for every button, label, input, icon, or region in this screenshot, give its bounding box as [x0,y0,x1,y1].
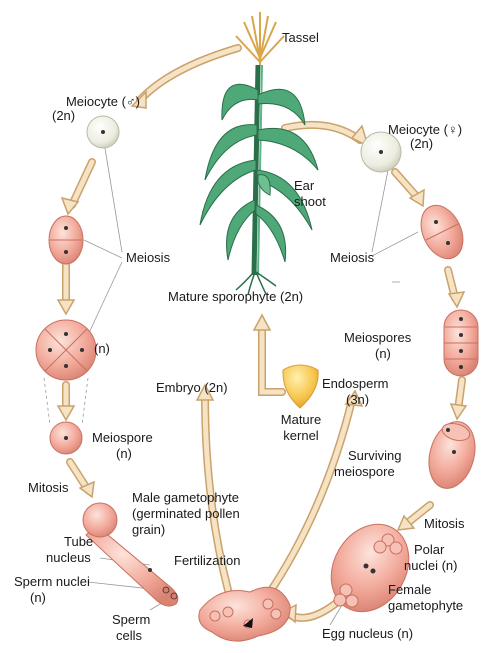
surviving-meiospore-label-line2: meiospore [334,464,395,480]
tassel-label: Tassel [282,30,319,46]
meiosis-label-right: Meiosis [330,250,374,266]
male-meiospore-cell [50,422,82,454]
male-dyad-cell [49,216,83,264]
fertilization-label: Fertilization [174,553,240,569]
sperm-nuclei-label-line1: Sperm nuclei [14,574,90,590]
tetrad-ploidy-label: (n) [94,341,110,357]
tube-nucleus-label-line2: nucleus [46,550,91,566]
female-gametophyte-label-line1: Female [388,582,431,598]
mature-sporophyte-label: Mature sporophyte (2n) [168,289,303,305]
female-linear-tetrad [444,310,478,376]
fertilization-cell [199,587,290,641]
embryo-label: Embryo (2n) [156,380,228,396]
sperm-cells-label-line2: cells [116,628,142,644]
surviving-meiospore-label-line1: Surviving [348,448,401,464]
male-meiocyte-ploidy: (2n) [52,108,75,124]
sperm-cells-label-line1: Sperm [112,612,150,628]
mature-kernel [283,365,318,408]
ear-shoot-label-line1: Ear [294,178,314,194]
meiospores-label-line2: (n) [375,346,391,362]
egg-nucleus-label: Egg nucleus (n) [322,626,413,642]
sperm-nuclei-label-line2: (n) [30,590,46,606]
endosperm-label-line2: (3n) [346,392,369,408]
tassel-drawing [236,12,284,65]
meiospores-label-line1: Meiospores [344,330,411,346]
polar-nuclei-label-line2: nuclei (n) [404,558,457,574]
tube-nucleus-label-line1: Tube [64,534,93,550]
mature-kernel-label-line2: kernel [270,428,332,444]
polar-nuclei-label-line1: Polar [414,542,444,558]
male-tetrad-cell [36,320,96,380]
mitosis-label-right: Mitosis [424,516,464,532]
male-gametophyte-label-line1: Male gametophyte [132,490,239,506]
female-dyad-cell [413,199,471,266]
mature-kernel-label-line1: Mature [270,412,332,428]
male-gametophyte-label-line3: grain) [132,522,165,538]
meiospore-label-line2: (n) [116,446,132,462]
meiosis-label-left: Meiosis [126,250,170,266]
surviving-meiospore-cell [422,416,482,493]
female-meiocyte-ploidy: (2n) [410,136,433,152]
male-gametophyte-label-line2: (germinated pollen [132,506,240,522]
meiospore-label-line1: Meiospore [92,430,153,446]
mitosis-label-left: Mitosis [28,480,68,496]
ear-shoot-label-line2: shoot [294,194,326,210]
female-gametophyte-label-line2: gametophyte [388,598,463,614]
endosperm-label-line1: Endosperm [322,376,388,392]
